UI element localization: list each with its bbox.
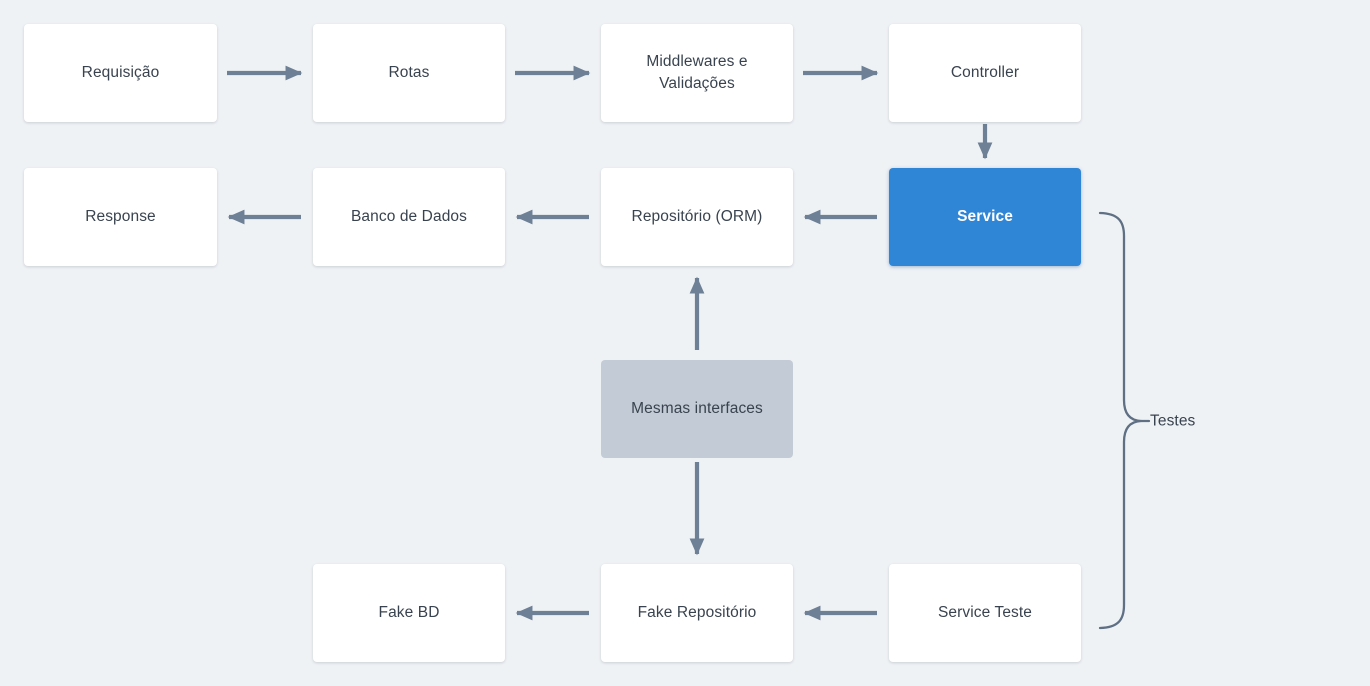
node-middlewares-e-validacoes[interactable]: Middlewares e Validações [601,24,793,122]
node-fake-bd[interactable]: Fake BD [313,564,505,662]
node-label: Rotas [388,64,430,81]
node-label: Response [85,208,156,225]
node-mesmas-interfaces[interactable]: Mesmas interfaces [601,360,793,458]
testes-bracket-icon [1098,211,1151,630]
node-label: Middlewares e Validações [646,53,748,92]
node-label: Fake Repositório [637,604,757,621]
node-response[interactable]: Response [24,168,217,266]
node-requisicao[interactable]: Requisição [24,24,217,122]
node-fake-repositorio[interactable]: Fake Repositório [601,564,793,662]
node-label: Banco de Dados [350,208,467,225]
node-repositorio-orm[interactable]: Repositório (ORM) [601,168,793,266]
node-service[interactable]: Service [889,168,1081,266]
node-label: Mesmas interfaces [631,400,763,417]
node-label: Requisição [81,64,160,81]
node-label: Service [957,208,1013,225]
node-label: Repositório (ORM) [631,208,763,225]
node-rotas[interactable]: Rotas [313,24,505,122]
node-controller[interactable]: Controller [889,24,1081,122]
node-service-teste[interactable]: Service Teste [889,564,1081,662]
node-label: Fake BD [378,604,440,621]
node-label: Controller [950,64,1020,81]
node-banco-de-dados[interactable]: Banco de Dados [313,168,505,266]
testes-bracket-label: Testes [1150,412,1196,430]
node-label: Service Teste [937,604,1033,621]
